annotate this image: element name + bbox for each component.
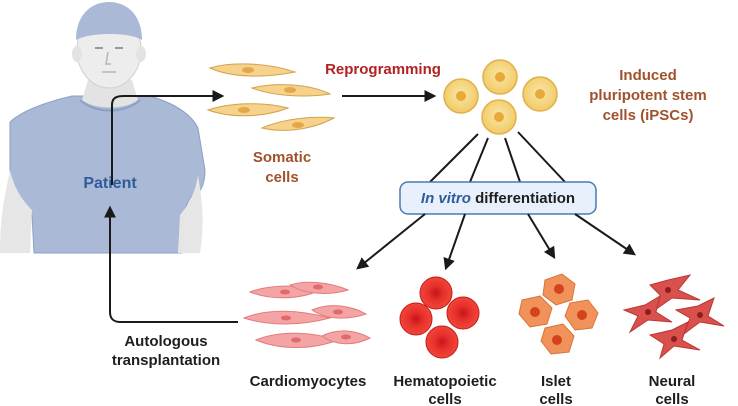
- cardiomyocytes-label: Cardiomyocytes: [250, 373, 367, 390]
- neural-label-line1: Neural: [649, 373, 696, 390]
- differentiation-label: In vitro differentiation: [421, 190, 575, 207]
- box-to-cells-arrows: [356, 213, 636, 271]
- arrow-patient-to-somatic: [111, 90, 225, 185]
- cardiomyocyte-cells: [242, 281, 372, 348]
- ipsc-label-line3: cells (iPSCs): [603, 107, 694, 124]
- patient-illustration: [0, 2, 206, 254]
- ipsc-label-line2: pluripotent stem: [589, 87, 707, 104]
- hematopoietic-label-line1: Hematopoietic: [393, 373, 496, 390]
- islet-label-line2: cells: [539, 391, 572, 406]
- autologous-label-line1: Autologous: [124, 333, 207, 350]
- hematopoietic-cells: [399, 276, 480, 359]
- patient-label: Patient: [83, 175, 137, 192]
- differentiation-rest: differentiation: [471, 190, 575, 207]
- islet-cells: [518, 273, 599, 355]
- islet-label-line1: Islet: [541, 373, 571, 390]
- ipsc-label-line1: Induced: [619, 67, 677, 84]
- hematopoietic-label-line2: cells: [428, 391, 461, 406]
- ipsc-to-box-lines: [429, 131, 566, 183]
- neural-cells: [622, 274, 725, 360]
- differentiation-italic: In vitro: [421, 190, 471, 207]
- neural-label-line2: cells: [655, 391, 688, 406]
- reprogramming-label: Reprogramming: [325, 61, 441, 78]
- somatic-cells: [206, 63, 336, 131]
- arrow-transplant-to-patient: [104, 205, 238, 323]
- autologous-label-line2: transplantation: [112, 352, 220, 369]
- somatic-label-line2: cells: [265, 169, 298, 186]
- ipsc-cells: [443, 59, 558, 135]
- differentiation-box: [399, 181, 597, 215]
- somatic-label-line1: Somatic: [253, 149, 311, 166]
